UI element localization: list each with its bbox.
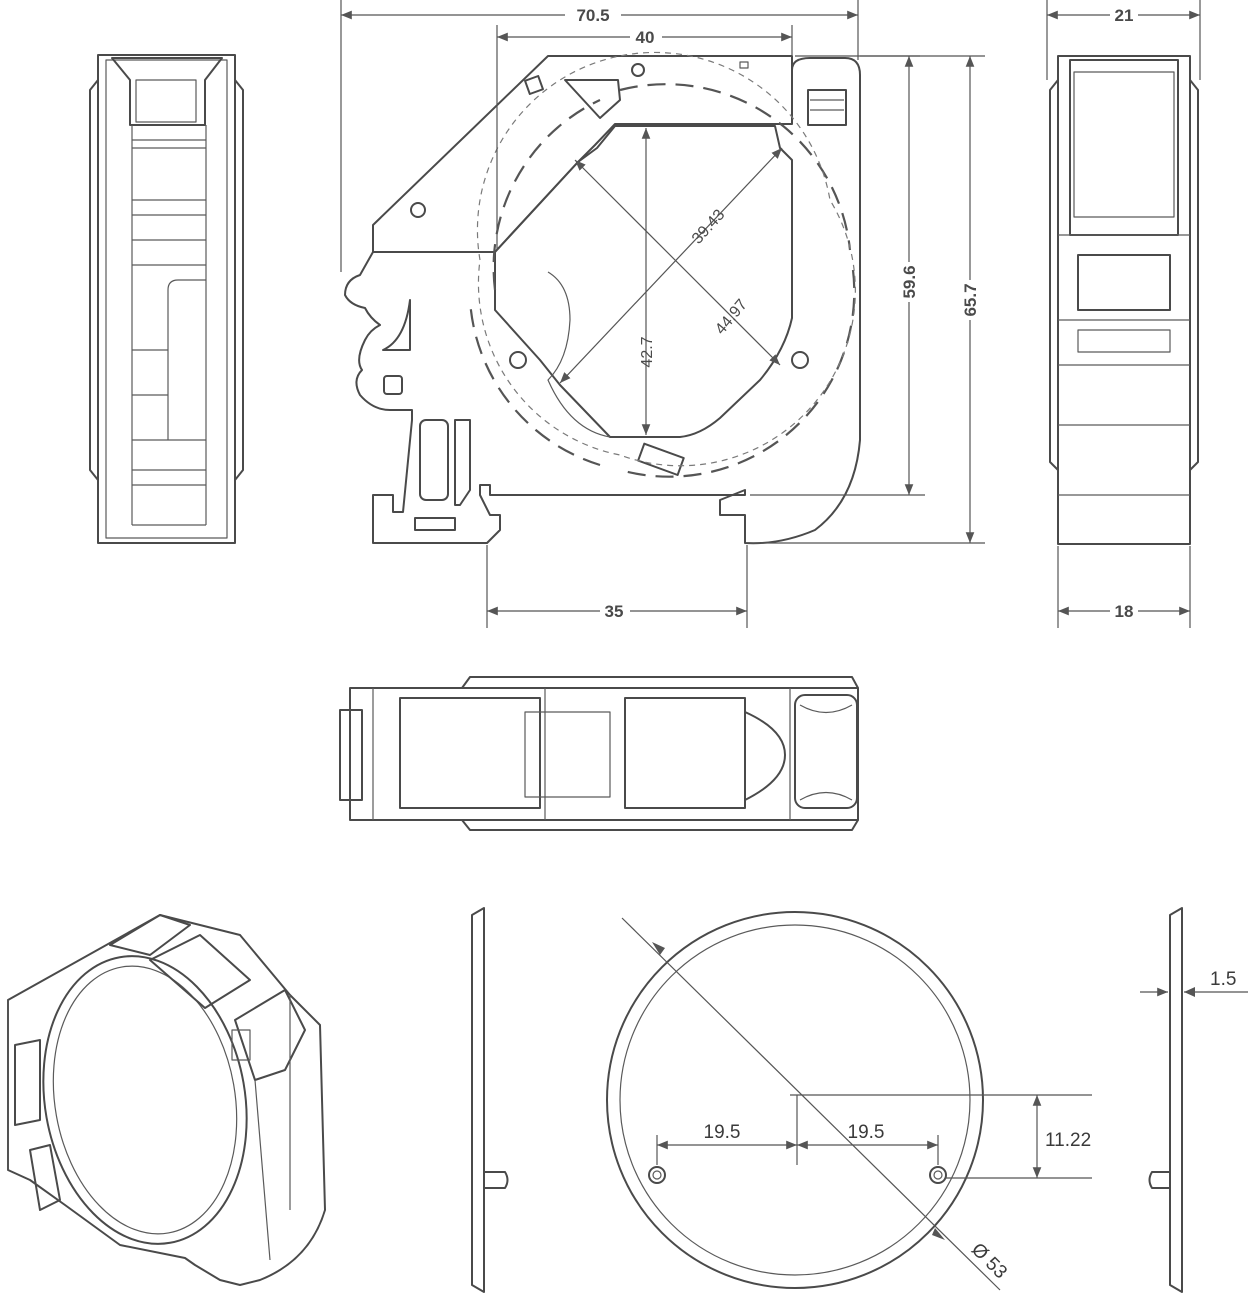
dim-hole-offset-left: 19.5 — [704, 1122, 741, 1143]
right-side-view: 21 18 — [1046, 0, 1201, 628]
plate-side-view-left — [471, 907, 509, 1293]
top-view — [339, 676, 859, 831]
dim-side-depth: 21 — [1115, 6, 1134, 25]
dim-inner-height: 42.7 — [639, 336, 656, 367]
front-view-dimensions: 70.5 40 44.97 39.43 42.7 59.6 65.7 35 — [340, 0, 985, 628]
isometric-view — [7, 914, 326, 1286]
dim-hole-offset-right: 19.5 — [848, 1122, 885, 1143]
dim-hole-vertical-offset: 11.22 — [1045, 1130, 1091, 1151]
dim-side-base-depth: 18 — [1115, 602, 1134, 621]
dim-height-inner: 59.6 — [900, 265, 919, 298]
dim-plate-thickness: 1.5 — [1210, 969, 1236, 990]
dim-plate-diameter: Ø 53 — [967, 1239, 1011, 1283]
dim-upper-width: 40 — [636, 28, 655, 47]
dim-height-overall: 65.7 — [961, 283, 980, 316]
dim-inner-diagonal-2: 39.43 — [689, 206, 728, 247]
dim-base-width: 35 — [605, 602, 624, 621]
left-side-view — [89, 54, 244, 544]
front-view — [344, 51, 861, 545]
plate-front-view: Ø 53 19.5 19.5 11.22 — [606, 911, 1092, 1291]
dim-overall-width: 70.5 — [576, 6, 609, 25]
plate-side-view-right: 1.5 — [1140, 907, 1248, 1293]
